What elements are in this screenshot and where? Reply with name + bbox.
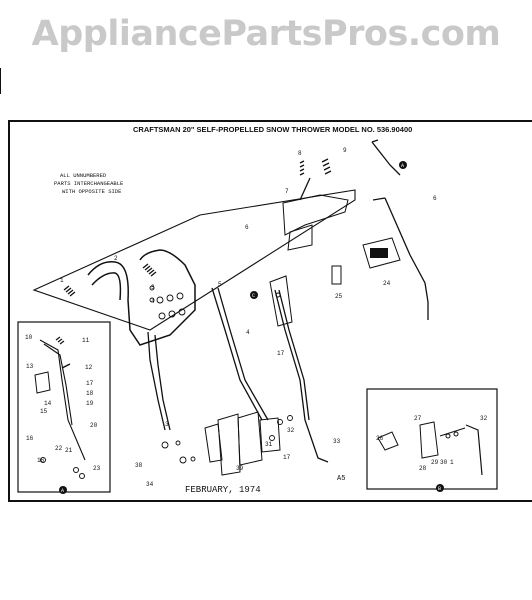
inset-b-label-28: 28 — [419, 465, 427, 472]
part-label-33: 33 — [333, 438, 341, 445]
inset-a-label-16: 16 — [26, 435, 34, 442]
page-code: A5 — [337, 475, 345, 483]
part-label-4b: 4 — [246, 329, 250, 336]
inset-b-label-29: 29 — [431, 459, 439, 466]
inset-b-label-26: 26 — [376, 435, 384, 442]
main-handle — [87, 249, 196, 346]
part-label-17b: 17 — [283, 454, 291, 461]
inset-a-label-15: 15 — [40, 408, 48, 415]
note-line-3: WITH OPPOSITE SIDE — [62, 188, 122, 195]
small-block — [331, 265, 342, 285]
part-label-4a: 4 — [151, 298, 155, 305]
callout-a-inset: A — [59, 486, 67, 494]
part-label-31: 31 — [265, 441, 273, 448]
part-label-25: 25 — [335, 293, 343, 300]
page-frame-top — [8, 120, 532, 122]
part-label-3a: 3 — [151, 284, 155, 291]
inset-a-label-13: 13 — [26, 363, 34, 370]
bottom-bolts — [161, 415, 293, 464]
part-label-2: 2 — [114, 255, 118, 262]
part-label-24: 24 — [383, 280, 391, 287]
part-label-39: 39 — [236, 465, 244, 472]
bell-crank — [269, 275, 293, 327]
control-rods — [147, 287, 329, 463]
diagram-title: CRAFTSMAN 20" SELF-PROPELLED SNOW THROWE… — [133, 125, 412, 134]
inset-b — [366, 388, 498, 490]
svg-text:C: C — [252, 293, 255, 299]
callout-a-main: A — [399, 161, 407, 169]
page-frame-bottom — [8, 500, 532, 502]
svg-text:A: A — [401, 163, 404, 169]
inset-b-label-32: 32 — [480, 415, 488, 422]
inset-b-label-30: 30 — [440, 459, 448, 466]
inset-a-label-10: 10 — [25, 334, 33, 341]
handle-springs — [63, 263, 157, 297]
inset-b-label-27: 27 — [414, 415, 422, 422]
top-springs — [299, 158, 332, 201]
handle-bolts — [149, 285, 186, 320]
part-label-32a: 32 — [287, 427, 295, 434]
note-line-2: PARTS INTERCHANGEABLE — [54, 180, 124, 187]
inset-a-label-19: 19 — [86, 400, 94, 407]
watermark-text: AppliancePartsPros.com — [31, 14, 501, 54]
inset-a-label-20: 20 — [90, 422, 98, 429]
inset-a-label-23: 23 — [93, 465, 101, 472]
inset-a-label-18: 18 — [86, 390, 94, 397]
svg-text:B: B — [438, 486, 441, 492]
part-label-1: 1 — [60, 277, 64, 284]
control-plate — [362, 237, 401, 269]
callout-c-main: C — [250, 291, 258, 299]
control-bracket — [282, 194, 349, 251]
inset-a-label-16b: 16 — [37, 457, 45, 464]
part-label-38: 38 — [135, 462, 143, 469]
part-label-8: 8 — [298, 150, 302, 157]
note-line-1: ALL UNNUMBERED — [60, 172, 107, 179]
svg-text:A: A — [61, 488, 64, 494]
handle-panel — [32, 189, 356, 331]
inset-b-label-1: 1 — [450, 459, 454, 466]
inset-a-label-12: 12 — [85, 364, 93, 371]
part-label-9: 9 — [343, 147, 347, 154]
inset-a-label-14: 14 — [44, 400, 52, 407]
bottom-plates — [204, 411, 281, 476]
page-left-tick — [0, 68, 1, 94]
callout-b-inset: B — [436, 484, 444, 492]
part-label-17: 17 — [277, 350, 285, 357]
part-label-7: 7 — [285, 188, 289, 195]
part-label-6b: 6 — [245, 224, 249, 231]
inset-a-label-21: 21 — [65, 447, 73, 454]
inset-a-label-11: 11 — [82, 337, 90, 344]
part-label-5: 5 — [218, 281, 222, 288]
part-label-3b: 3 — [165, 421, 169, 428]
part-label-34: 34 — [146, 481, 154, 488]
shift-rod-a — [371, 139, 429, 320]
page-frame-left — [8, 120, 10, 502]
part-label-6a: 6 — [433, 195, 437, 202]
inset-a-label-17: 17 — [86, 380, 94, 387]
diagram-date: FEBRUARY, 1974 — [185, 485, 261, 495]
inset-a-label-22: 22 — [55, 445, 63, 452]
